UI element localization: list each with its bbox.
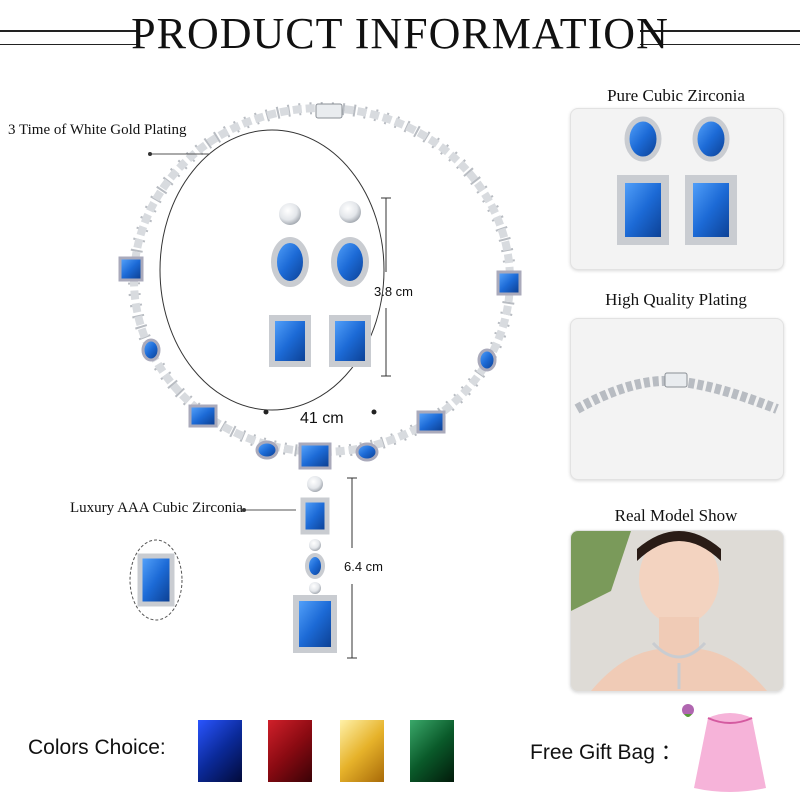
gift-bag-label: Free Gift Bag ： xyxy=(530,741,682,764)
earring-dimension-line xyxy=(381,197,391,377)
length-guide-circle xyxy=(159,129,385,411)
title-left-rule xyxy=(0,30,138,32)
color-swatch-yellow[interactable] xyxy=(340,720,384,782)
title-right-rule-thin xyxy=(640,44,800,45)
title-left-rule-thin xyxy=(0,44,138,45)
page-title: PRODUCT INFORMATION xyxy=(131,9,669,58)
earring-height-dimension: 3.8 cm xyxy=(374,284,414,299)
model-photo xyxy=(571,531,783,691)
panel-zirconia xyxy=(570,108,784,270)
necklace-illustration xyxy=(118,102,522,659)
pendant-drop xyxy=(293,476,337,653)
necklace-chain xyxy=(128,102,516,458)
length-dimension: 41 cm xyxy=(300,410,344,427)
chain-blue-stones xyxy=(118,256,522,470)
panel-plating xyxy=(570,318,784,480)
earrings-closeup xyxy=(617,116,737,245)
color-swatch-blue[interactable] xyxy=(198,720,242,782)
title-right-rule xyxy=(640,30,800,32)
color-swatch-green[interactable] xyxy=(410,720,454,782)
clasp xyxy=(315,103,343,119)
panel-title-model: Real Model Show xyxy=(614,506,738,525)
callout-lines xyxy=(150,153,296,511)
pendant-height-dimension: 6.4 cm xyxy=(344,559,384,574)
pendant-dimension-line xyxy=(347,477,357,659)
plating-callout: 3 Time of White Gold Plating xyxy=(8,122,187,138)
colors-label: Colors Choice: xyxy=(28,736,166,759)
panel-title-plating: High Quality Plating xyxy=(605,290,747,309)
chain-closeup xyxy=(574,372,779,414)
gift-bag-image xyxy=(682,704,766,792)
zirconia-callout: Luxury AAA Cubic Zirconia xyxy=(70,500,243,516)
panel-model xyxy=(570,530,784,692)
earrings-illustration xyxy=(269,201,371,367)
zoomed-stone xyxy=(129,539,183,621)
panel-title-zirconia: Pure Cubic Zirconia xyxy=(607,86,745,105)
color-swatch-red[interactable] xyxy=(268,720,312,782)
